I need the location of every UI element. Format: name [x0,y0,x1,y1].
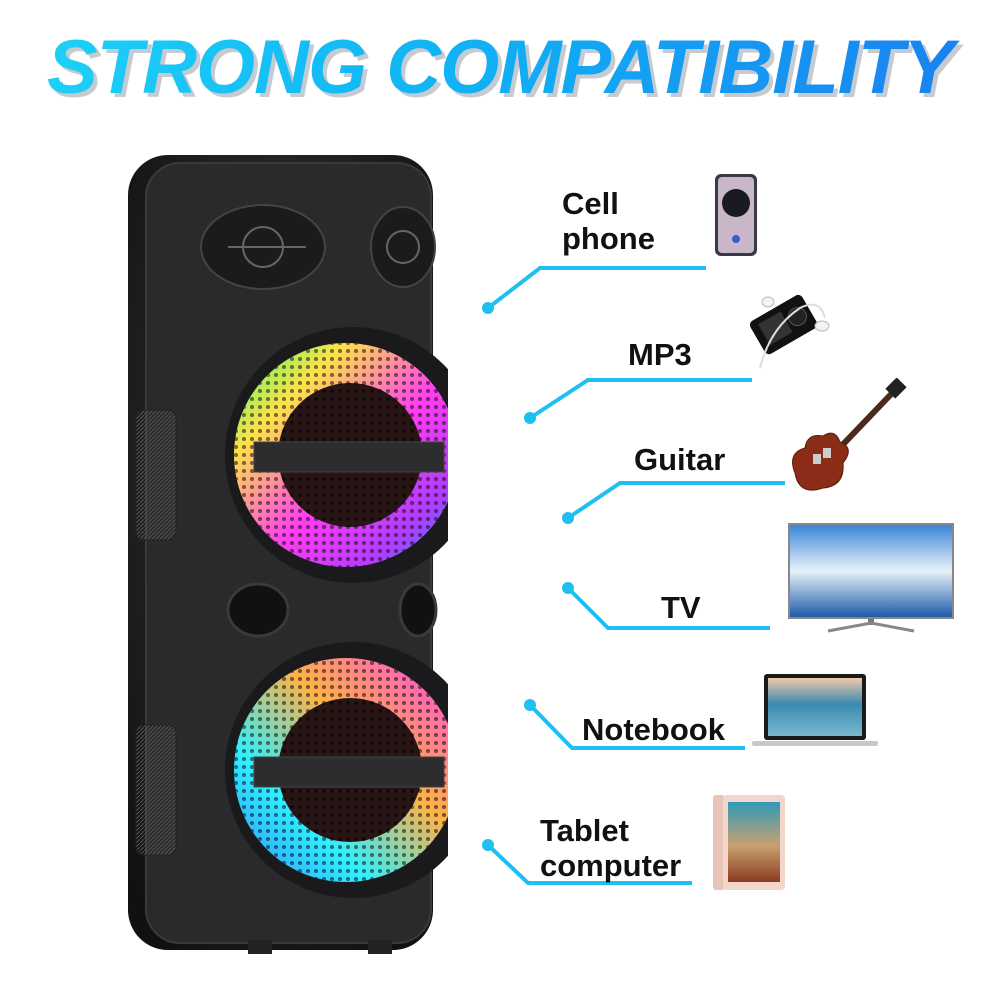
mp3-player-icon [749,294,830,369]
tv-icon [788,523,954,633]
device-label-guitar: Guitar [634,442,726,477]
smartphone-icon [715,174,757,256]
page-title: STRONG COMPATIBILITY [0,30,1000,106]
device-label-tv: TV [661,590,701,625]
device-label-notebook: Notebook [582,712,725,747]
tablet-icon [713,795,785,890]
device-label-tablet-computer: Tablet computer [540,813,682,883]
device-label-cell-phone: Cell phone [562,186,655,256]
laptop-icon [752,674,878,746]
guitar-icon [792,378,907,491]
speaker-product-image [128,155,448,954]
device-label-mp3: MP3 [628,337,692,372]
